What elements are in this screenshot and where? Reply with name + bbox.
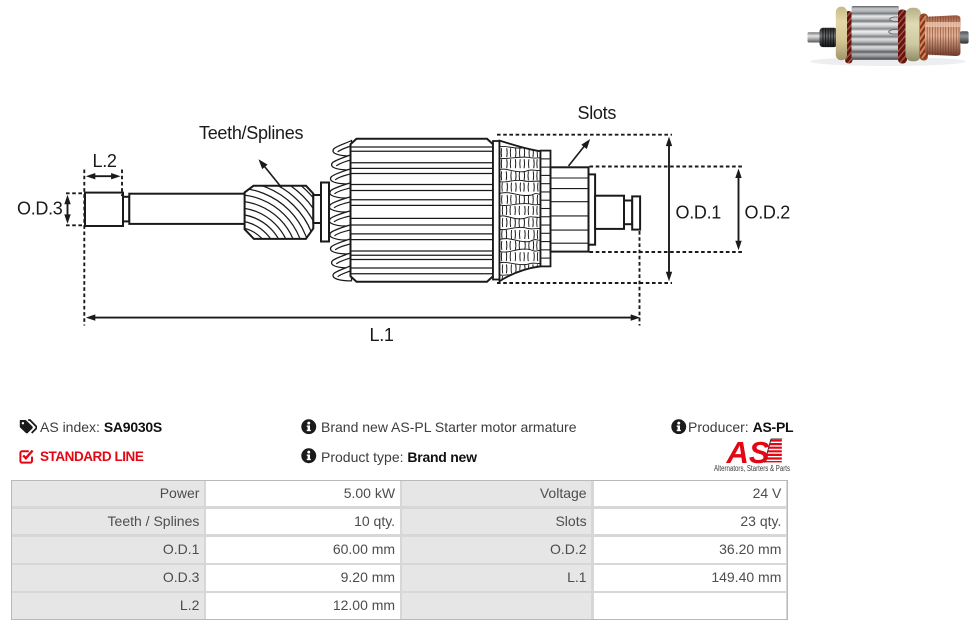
svg-text:L.2: L.2: [93, 151, 117, 171]
svg-text:AS: AS: [726, 435, 770, 470]
svg-text:O.D.1: O.D.1: [676, 203, 722, 223]
svg-text:O.D.3: O.D.3: [17, 199, 63, 219]
svg-text:Teeth/Splines: Teeth/Splines: [199, 123, 303, 143]
svg-text:Slots: Slots: [578, 103, 617, 123]
svg-text:Alternators, Starters & Parts: Alternators, Starters & Parts: [714, 464, 790, 473]
svg-text:O.D.2: O.D.2: [745, 203, 791, 223]
svg-text:L.1: L.1: [370, 325, 394, 345]
